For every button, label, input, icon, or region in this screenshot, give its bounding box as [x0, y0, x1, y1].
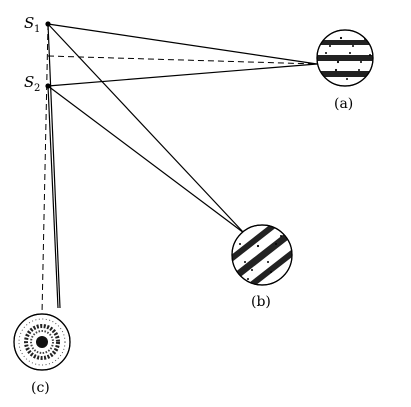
label-b: (b) — [251, 294, 271, 310]
source-s1-label: S — [24, 14, 34, 32]
light-rays — [41, 23, 318, 315]
fringe-pattern-b — [231, 224, 293, 286]
fringe-pattern-a — [316, 29, 374, 87]
fringe-pattern-c — [13, 313, 71, 371]
source-s2-label: S — [24, 73, 34, 91]
source-s2-dot — [45, 83, 51, 89]
ray-center-to-a — [47, 55, 318, 65]
ray-s2-to-a — [47, 63, 318, 87]
label-a: (a) — [334, 96, 353, 112]
ray-s2-to-c — [47, 85, 59, 309]
ray-s2-to-b — [47, 85, 245, 234]
axis-line-to-c — [41, 23, 49, 315]
source-s2-subscript: 2 — [34, 83, 40, 94]
ray-s1-to-b — [47, 23, 245, 234]
label-c: (c) — [31, 380, 50, 396]
source-s1-dot — [45, 21, 51, 27]
ray-s1-to-c — [47, 23, 61, 309]
source-s1-subscript: 1 — [34, 24, 40, 35]
ray-s1-to-a — [47, 23, 318, 65]
